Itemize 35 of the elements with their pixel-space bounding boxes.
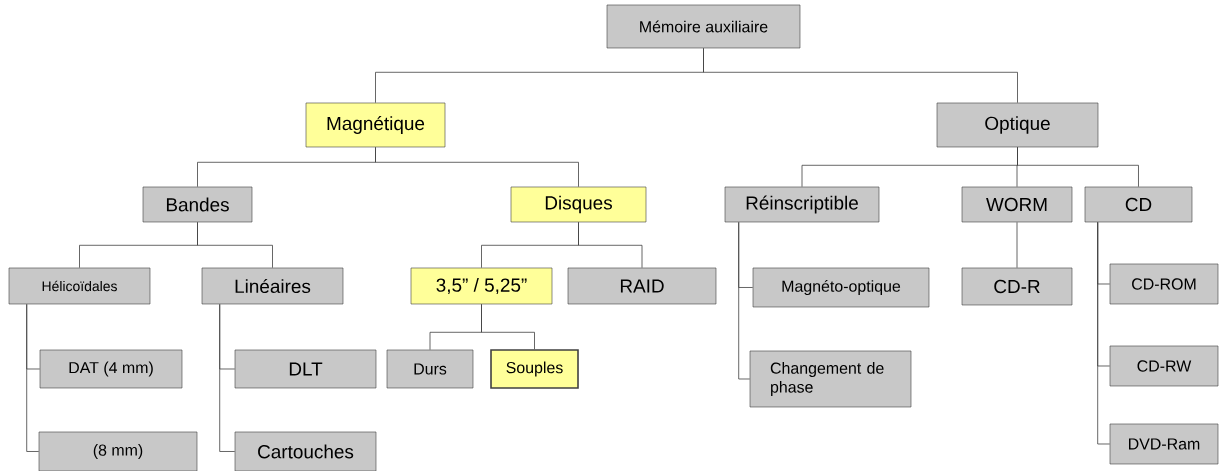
tree-box: Souples (490, 349, 579, 389)
connector-line (1016, 221, 1018, 269)
tree-box: Hélicoïdales (8, 267, 151, 305)
connector-line (738, 221, 751, 380)
tree-box: Disques (510, 186, 647, 223)
tree-box: Durs (386, 349, 474, 389)
tree-box: Mémoire auxiliaire (606, 4, 801, 49)
connector-line (219, 303, 236, 452)
tree-box: CD (1084, 186, 1193, 223)
tree-box: (8 mm) (38, 431, 198, 471)
tree-box: DAT (4 mm) (39, 349, 183, 389)
connector-line (197, 221, 273, 269)
tree-box: Magnétique (305, 102, 446, 148)
connector-line (578, 221, 643, 269)
connector-line (481, 303, 535, 350)
tree-box: Cartouches (234, 431, 377, 471)
connector-line (26, 303, 40, 452)
connector-line (1097, 221, 1111, 445)
connector-line (375, 146, 579, 188)
tree-box: Réinscriptible (724, 186, 880, 223)
tree-box: Changement de phase (749, 350, 912, 408)
tree-box: CD-R (961, 267, 1073, 306)
tree-box: DLT (234, 349, 377, 389)
tree-box: CD-RW (1109, 345, 1219, 387)
tree-box: WORM (961, 186, 1073, 223)
tree-box: 3,5” / 5,25” (410, 267, 553, 305)
tree-box: RAID (567, 267, 717, 305)
tree-box: DVD-Ram (1109, 423, 1219, 465)
connector-line (1017, 146, 1139, 188)
tree-box: Linéaires (201, 267, 344, 305)
tree-box: Bandes (142, 186, 253, 223)
tree-box: Optique (936, 102, 1099, 148)
tree-box: Magnéto-optique (752, 267, 930, 308)
connector-line (703, 47, 1018, 104)
tree-box: CD-ROM (1109, 263, 1219, 305)
